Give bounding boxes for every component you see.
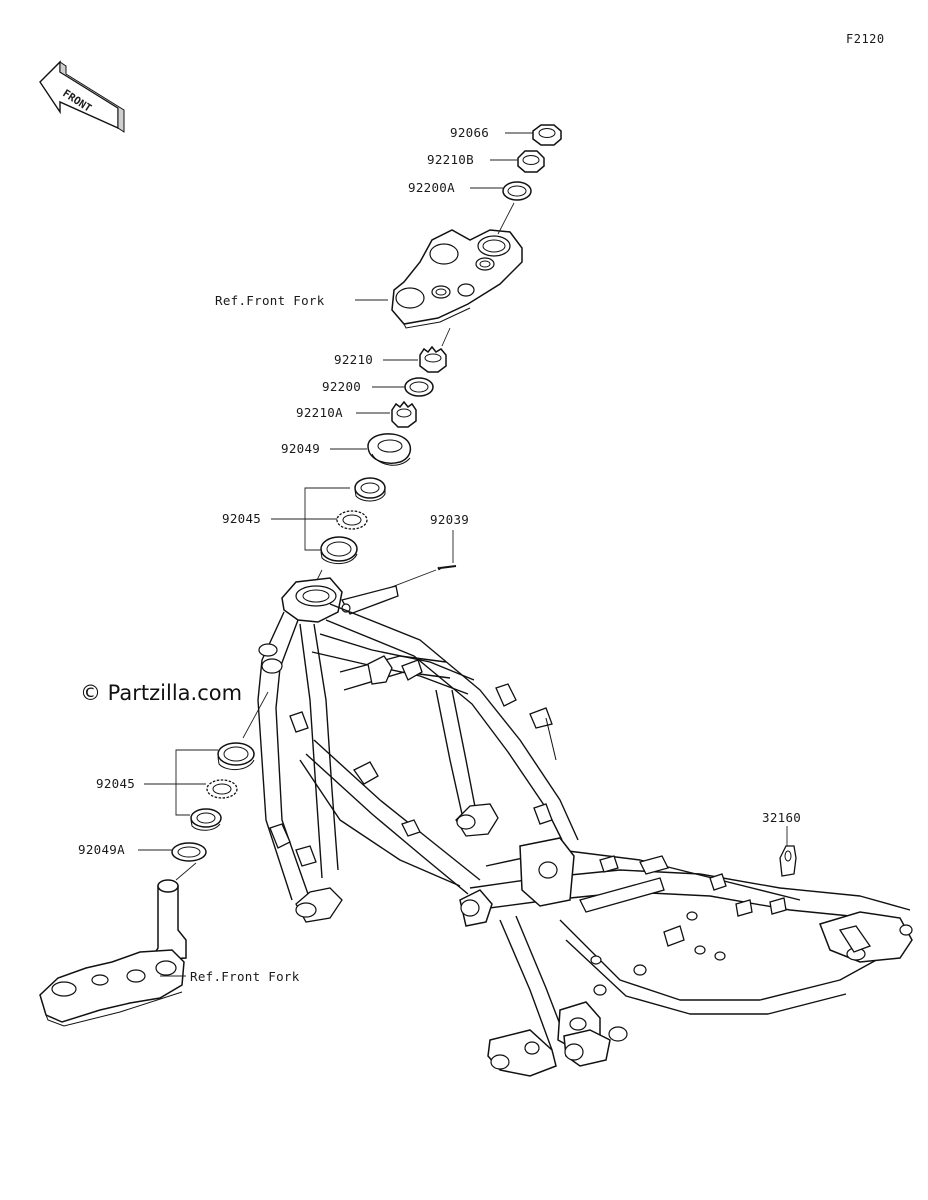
label-92049A: 92049A <box>78 842 125 857</box>
label-92045-lower: 92045 <box>96 776 135 791</box>
part-92066-nut <box>532 124 562 146</box>
front-arrow-icon: FRONT <box>39 60 125 133</box>
part-92045-upper-bearing <box>320 477 386 564</box>
label-92200: 92200 <box>322 379 361 394</box>
motorcycle-main-frame <box>257 577 913 1077</box>
label-ref-front-fork-bottom: Ref.Front Fork <box>190 969 300 984</box>
label-92049: 92049 <box>281 441 320 456</box>
label-92210B: 92210B <box>427 152 474 167</box>
part-92210A-nut <box>391 400 417 428</box>
upper-triple-clamp <box>391 229 523 329</box>
leader-92200A-to-clamp <box>497 202 515 235</box>
label-92039: 92039 <box>430 512 469 527</box>
label-ref-front-fork-top: Ref.Front Fork <box>215 293 325 308</box>
part-92210B-nut <box>517 150 545 173</box>
label-92210: 92210 <box>334 352 373 367</box>
part-92045-lower-bearing <box>190 742 255 831</box>
part-92200-washer <box>404 377 434 397</box>
part-92049A-seal <box>171 842 207 862</box>
part-92210-nut <box>419 345 447 373</box>
label-92045-upper: 92045 <box>222 511 261 526</box>
label-92066: 92066 <box>450 125 489 140</box>
leader-clamp-to-92210 <box>441 327 451 347</box>
label-92200A: 92200A <box>408 180 455 195</box>
leader-92045-lower <box>175 749 218 816</box>
watermark: © Partzilla.com <box>80 681 242 705</box>
figure-code: F2120 <box>846 32 885 46</box>
part-92039-pin <box>437 565 457 571</box>
label-92210A: 92210A <box>296 405 343 420</box>
lower-triple-clamp <box>39 879 187 1027</box>
part-92200A-washer <box>502 181 532 201</box>
part-92049-seal <box>367 433 412 466</box>
label-32160: 32160 <box>762 810 801 825</box>
